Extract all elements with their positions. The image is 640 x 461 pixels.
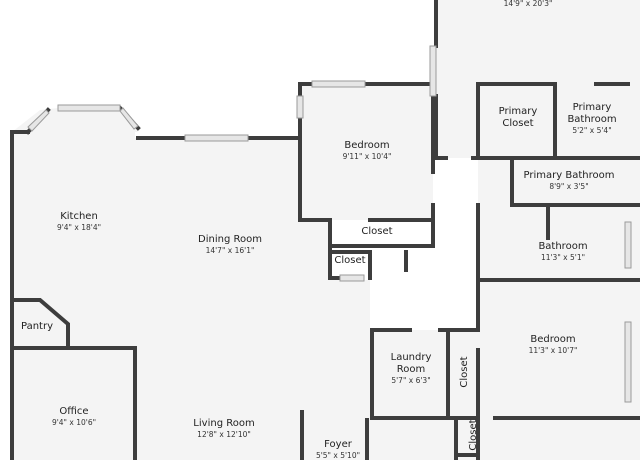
room-primary-bathroom: Primary Bathroom 8'9" x 3'5" <box>524 170 615 192</box>
room-name: Bathroom <box>538 241 588 252</box>
room-dining-room: Dining Room 14'7" x 16'1" <box>198 234 262 256</box>
room-name: Closet <box>361 226 393 237</box>
room-foyer: Foyer 5'5" x 5'10" <box>316 439 360 461</box>
room-dimensions: 14'9" x 20'3" <box>503 0 553 8</box>
room-dimensions: 8'9" x 3'5" <box>549 182 589 191</box>
room-closet-upper: Closet <box>361 226 392 238</box>
room-name: Bedroom <box>344 140 390 151</box>
room-name: Living Room <box>193 418 255 429</box>
room-dimensions: 11'3" x 10'7" <box>528 346 578 355</box>
room-dimensions: 5'7" x 6'3" <box>391 376 431 385</box>
walls <box>10 0 640 460</box>
room-dimensions: 11'3" x 5'1" <box>540 253 586 262</box>
room-dimensions: 14'7" x 16'1" <box>205 246 255 255</box>
room-closet-vertical-small: Closet <box>468 419 480 450</box>
room-dimensions: 9'4" x 10'6" <box>51 418 97 427</box>
room-name: Closet <box>459 356 470 388</box>
room-dimensions: 9'11" x 10'4" <box>342 152 392 161</box>
room-dimensions: 12'8" x 12'10" <box>197 430 251 439</box>
room-closet-lower: Closet <box>334 255 365 267</box>
room-living-room: Living Room 12'8" x 12'10" <box>193 418 254 440</box>
room-primary-bathroom-small: Primary Bathroom 5'2" x 5'4" <box>567 102 616 136</box>
room-name: Laundry Room <box>390 352 432 375</box>
room-dimensions: 5'2" x 5'4" <box>572 126 612 135</box>
floor-area <box>12 0 640 460</box>
room-name: Office <box>59 406 89 417</box>
room-name: Primary Closet <box>498 106 538 129</box>
room-office: Office 9'4" x 10'6" <box>52 406 96 428</box>
room-name: Primary Bathroom <box>523 170 615 181</box>
room-primary-bedroom: 14'9" x 20'3" <box>504 0 553 9</box>
room-bedroom-upper: Bedroom 9'11" x 10'4" <box>343 140 392 162</box>
room-name: Pantry <box>21 321 53 332</box>
room-closet-vertical: Closet <box>459 356 471 387</box>
room-name: Dining Room <box>198 234 262 245</box>
room-bathroom: Bathroom 11'3" x 5'1" <box>538 241 587 263</box>
room-dimensions: 9'4" x 18'4" <box>56 223 102 232</box>
room-name: Bedroom <box>530 334 576 345</box>
room-pantry: Pantry <box>21 321 53 333</box>
room-name: Closet <box>468 419 479 451</box>
room-name: Foyer <box>324 439 352 450</box>
room-name: Closet <box>334 255 366 266</box>
room-kitchen: Kitchen 9'4" x 18'4" <box>57 211 101 233</box>
room-name: Kitchen <box>60 211 98 222</box>
room-bedroom-lower: Bedroom 11'3" x 10'7" <box>529 334 578 356</box>
room-primary-closet: Primary Closet <box>499 106 538 130</box>
room-laundry-room: Laundry Room 5'7" x 6'3" <box>391 352 432 386</box>
room-name: Primary Bathroom <box>567 102 617 125</box>
room-dimensions: 5'5" x 5'10" <box>315 451 361 460</box>
windows <box>27 45 632 403</box>
